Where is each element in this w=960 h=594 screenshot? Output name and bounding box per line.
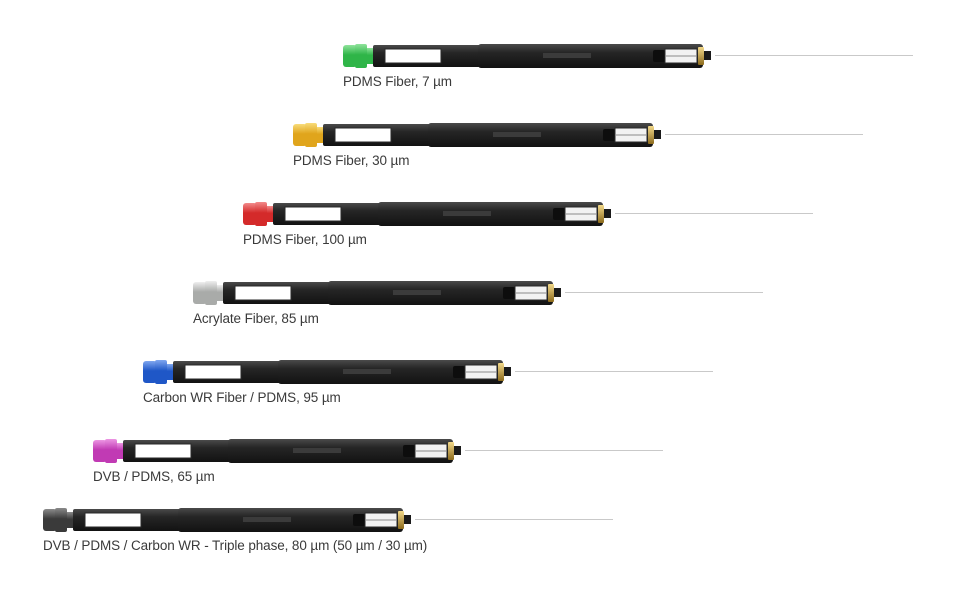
barrel-window [234,285,292,301]
cap-collar [205,281,217,305]
barrel-window [284,206,342,222]
gold-ring [548,284,554,302]
fiber-label: PDMS Fiber, 7 µm [343,74,452,89]
cap [43,509,57,531]
fiber-label: Carbon WR Fiber / PDMS, 95 µm [143,390,341,405]
gold-ring [698,47,704,65]
barrel-window [384,48,442,64]
barrel-window [84,512,142,528]
fiber-holder-image [93,439,663,463]
fiber-holder-image [343,44,913,68]
body-engraving [443,211,491,216]
cap-collar [305,123,317,147]
body-engraving [393,290,441,295]
cap [343,45,357,67]
tip [604,209,611,218]
fiber-holder-image [43,508,613,532]
cap-collar [55,508,67,532]
gold-ring [398,511,404,529]
cap-neck [367,48,373,64]
cap-neck [67,512,73,528]
fiber-holder-image [243,202,813,226]
fiber-label: PDMS Fiber, 100 µm [243,232,367,247]
tip [704,51,711,60]
barrel-window [134,443,192,459]
cap [193,282,207,304]
front-knob [653,50,665,62]
front-knob [353,514,365,526]
gold-ring [648,126,654,144]
barrel-window [184,364,242,380]
tip [654,130,661,139]
cap [93,440,107,462]
fiber-label: DVB / PDMS / Carbon WR - Triple phase, 8… [43,538,428,553]
tip [504,367,511,376]
body-engraving [543,53,591,58]
cap-collar [155,360,167,384]
gold-ring [448,442,454,460]
tip [454,446,461,455]
gold-ring [498,363,504,381]
cap-neck [167,364,173,380]
cap [143,361,157,383]
body-engraving [243,517,291,522]
cap-neck [267,206,273,222]
cap-neck [117,443,123,459]
fiber-holder-image [293,123,863,147]
body-engraving [293,448,341,453]
fiber-label: Acrylate Fiber, 85 µm [193,311,319,326]
cap [243,203,257,225]
fiber-label: PDMS Fiber, 30 µm [293,153,410,168]
fiber-label: DVB / PDMS, 65 µm [93,469,215,484]
front-knob [453,366,465,378]
body-engraving [343,369,391,374]
tip [554,288,561,297]
barrel-window [334,127,392,143]
cap-collar [105,439,117,463]
front-knob [603,129,615,141]
cap-neck [217,285,223,301]
front-knob [503,287,515,299]
fiber-holder-image [143,360,713,384]
cap [293,124,307,146]
front-knob [403,445,415,457]
cap-neck [317,127,323,143]
cap-collar [355,44,367,68]
cap-collar [255,202,267,226]
fiber-holder-image [193,281,763,305]
front-knob [553,208,565,220]
body-engraving [493,132,541,137]
gold-ring [598,205,604,223]
tip [404,515,411,524]
